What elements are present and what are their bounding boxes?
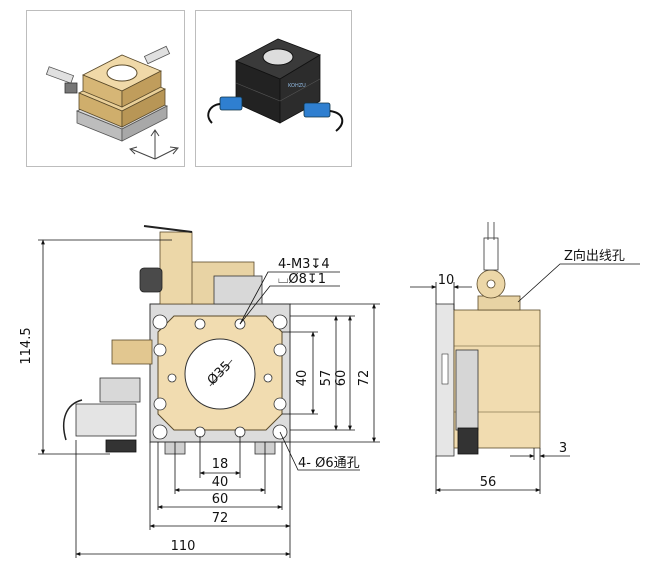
dim-60-vertical: 60 (334, 370, 349, 387)
callout-counterbore: ⌴Ø8↧1 (278, 272, 326, 287)
dim-40-vertical: 40 (295, 370, 310, 387)
xyz-stage-sketch-image (45, 45, 179, 160)
front-view (62, 225, 291, 455)
dim-height-114-5: 114.5 (19, 327, 34, 364)
side-dimension-lines (410, 263, 640, 494)
dim-56-side: 56 (480, 475, 497, 490)
dim-18-horizontal: 18 (212, 457, 229, 472)
dim-72-vertical: 72 (357, 370, 372, 387)
dim-40-horizontal: 40 (212, 475, 229, 490)
callout-z-cable-hole: Z向出线孔 (564, 248, 625, 264)
callout-thru-holes: 4- Ø6通孔 (298, 456, 360, 471)
front-dimension-lines (38, 239, 380, 558)
dim-110-horizontal: 110 (171, 539, 196, 554)
side-view (435, 222, 541, 457)
dim-10-side: 10 (438, 273, 455, 288)
motorized-stage-photo-image: KOHZU (207, 38, 344, 132)
photo-frame-product: KOHZU (195, 10, 352, 167)
dim-72-horizontal: 72 (212, 511, 229, 526)
photo-frame-sketch (26, 10, 185, 167)
dim-60-horizontal: 60 (212, 492, 229, 507)
dim-3-side: 3 (559, 441, 567, 456)
dim-57-vertical: 57 (319, 370, 334, 387)
product-logo: KOHZU (288, 83, 306, 89)
callout-tapped-holes: 4-M3↧4 (278, 257, 330, 272)
